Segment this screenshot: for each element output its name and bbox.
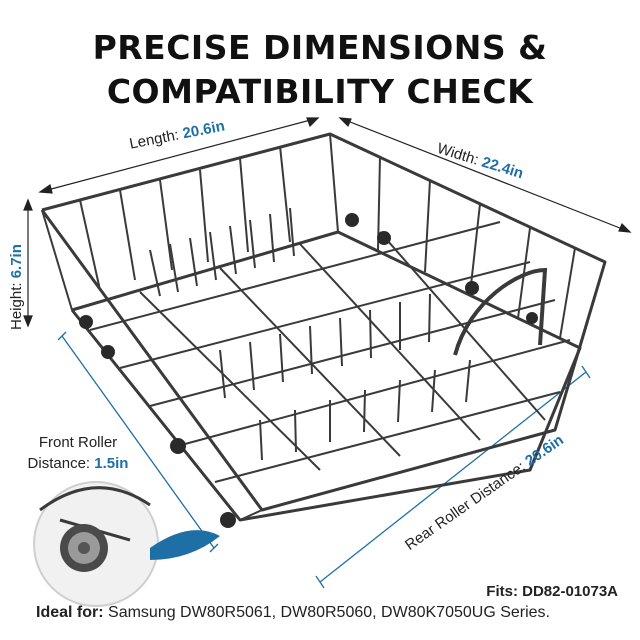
page-title: PRECISE DIMENSIONS & COMPATIBILITY CHECK [0,26,640,114]
rack-tines [149,207,471,461]
front-roller-line-1: Front Roller [38,434,118,451]
front-roller-label-text: Distance: [27,455,91,472]
title-line-2: COMPATIBILITY CHECK [106,72,534,111]
height-value: 6.7in [8,244,25,279]
dimension-lines [23,117,632,328]
ideal-for-models: Samsung DW80R5061, DW80R5060, DW80K7050U… [108,604,550,621]
front-roller-line-2: Distance: 1.5in [18,453,138,474]
front-roller-value: 1.5in [94,455,129,472]
rack-handle [453,267,548,356]
front-roller-label: Front Roller Distance: 1.5in [18,432,138,474]
compatibility-note: Ideal for: Samsung DW80R5061, DW80R5060,… [36,604,550,622]
rack-wheels [79,213,538,528]
height-label: Height: 6.7in [8,244,25,330]
zoom-pointer [150,530,220,560]
fits-model: Fits: DD82-01073A [486,583,618,600]
title-line-1: PRECISE DIMENSIONS & [92,28,548,67]
roller-distance-lines [57,331,591,589]
height-label-text: Height: [8,282,25,330]
front-roller-zoom [33,481,159,607]
ideal-for-label: Ideal for: [36,604,104,621]
